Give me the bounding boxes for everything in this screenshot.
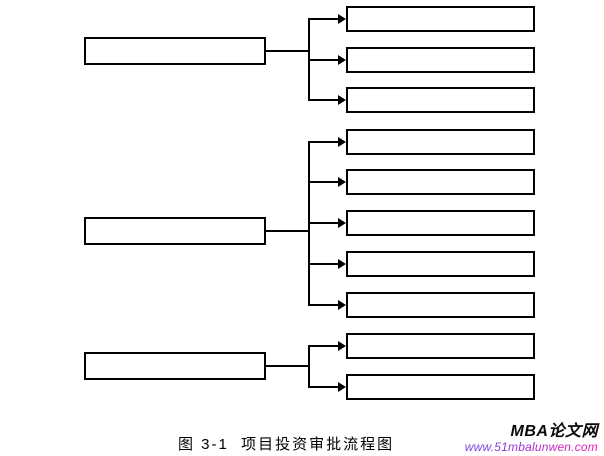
branch-line: [308, 99, 338, 101]
branch-line: [308, 345, 338, 347]
watermark-site-name: MBA论文网: [510, 423, 598, 440]
target-box: [346, 87, 535, 113]
arrow-head-icon: [338, 95, 346, 105]
target-box: [346, 6, 535, 32]
source-box: [84, 217, 266, 245]
figure-caption: 图 3-1 项目投资审批流程图: [178, 436, 395, 453]
target-box: [346, 374, 535, 400]
watermark: MBA论文网 www.51mbalunwen.com: [464, 423, 598, 454]
target-box: [346, 210, 535, 236]
branch-line: [308, 222, 338, 224]
target-box: [346, 251, 535, 277]
arrow-head-icon: [338, 218, 346, 228]
watermark-site-url: www.51mbalunwen.com: [464, 439, 598, 454]
connector-line: [266, 50, 310, 52]
source-box: [84, 352, 266, 380]
branch-line: [308, 181, 338, 183]
arrow-head-icon: [338, 55, 346, 65]
source-box: [84, 37, 266, 65]
arrow-head-icon: [338, 300, 346, 310]
connector-line: [266, 365, 310, 367]
branch-line: [308, 59, 338, 61]
target-box: [346, 47, 535, 73]
target-box: [346, 333, 535, 359]
target-box: [346, 129, 535, 155]
target-box: [346, 169, 535, 195]
arrow-head-icon: [338, 177, 346, 187]
branch-line: [308, 304, 338, 306]
branch-line: [308, 386, 338, 388]
arrow-head-icon: [338, 14, 346, 24]
branch-line: [308, 141, 338, 143]
connector-line: [266, 230, 310, 232]
arrow-head-icon: [338, 259, 346, 269]
arrow-head-icon: [338, 382, 346, 392]
branch-line: [308, 18, 338, 20]
arrow-head-icon: [338, 137, 346, 147]
branch-line: [308, 263, 338, 265]
arrow-head-icon: [338, 341, 346, 351]
target-box: [346, 292, 535, 318]
trunk-line: [308, 345, 310, 388]
